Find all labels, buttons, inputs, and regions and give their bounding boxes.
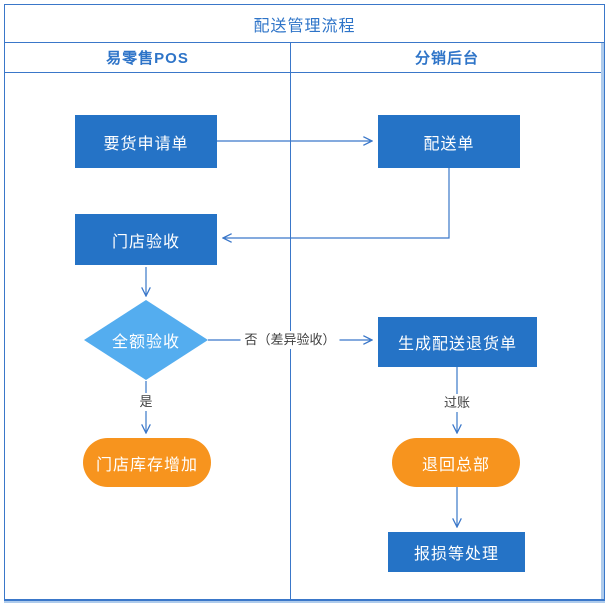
edge-label-yes: 是 [135, 393, 157, 411]
node-delivery-order: 配送单 [378, 115, 520, 168]
lane-header-backend: 分销后台 [414, 50, 479, 67]
node-return-order: 生成配送退货单 [378, 317, 537, 367]
edge-label-posting: 过账 [439, 394, 475, 412]
node-full-acceptance-decision: 全额验收 [84, 300, 208, 380]
node-store-acceptance: 门店验收 [75, 214, 217, 265]
diagram-title: 配送管理流程 [5, 5, 604, 43]
node-goods-request: 要货申请单 [75, 115, 217, 168]
lane-header-pos: 易零售POS [106, 50, 189, 67]
lane-selection-highlight [601, 43, 604, 599]
edge-label-no: 否（差异验收） [240, 331, 340, 349]
flowchart-frame: 配送管理流程 易零售POS 分销后台 [4, 4, 605, 601]
lane-header-row: 易零售POS 分销后台 [5, 43, 604, 73]
lane-divider [290, 43, 291, 599]
connector-layer [5, 5, 604, 597]
node-inventory-increase: 门店库存增加 [83, 438, 211, 487]
edge-delivery-store [223, 168, 450, 238]
node-return-hq: 退回总部 [392, 438, 520, 487]
node-loss-handling: 报损等处理 [388, 532, 525, 572]
